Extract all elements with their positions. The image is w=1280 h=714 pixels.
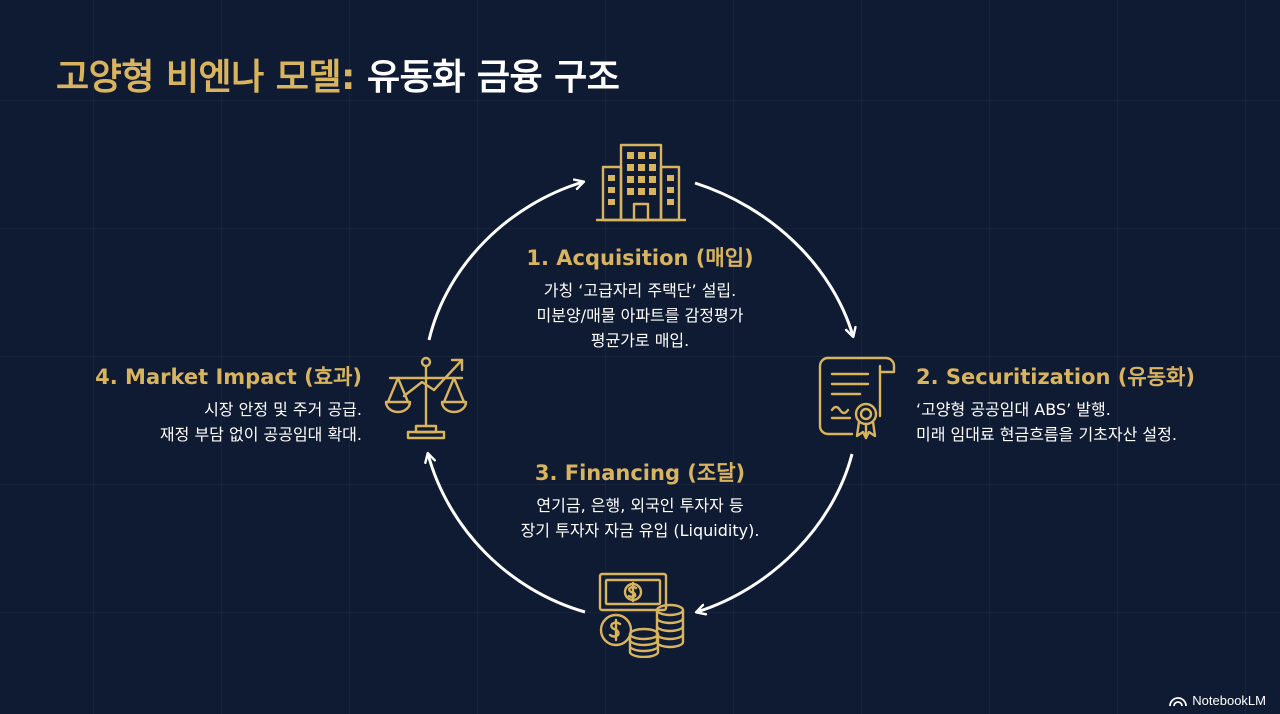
title-rest: 유동화 금융 구조 (366, 57, 620, 98)
scale-growth-icon (384, 356, 468, 440)
step-securitization: 2. Securitization (유동화) ‘고양형 공공임대 ABS’ 발… (916, 361, 1256, 447)
money-coins-icon (598, 572, 685, 658)
step-financing-heading: 3. Financing (조달) (534, 461, 746, 485)
arrow-impact-to-acquisition (427, 182, 583, 341)
step-acquisition-heading: 1. Acquisition (매입) (526, 246, 754, 270)
building-icon (596, 143, 686, 222)
step-acquisition-line-1: 가칭 ‘고급자리 주택단’ 설립. (543, 281, 737, 300)
step-financing-line-2: 장기 투자자 자금 유입 (Liquidity). (520, 521, 760, 540)
arrow-financing-to-impact (428, 454, 586, 614)
step-securitization-line-2: 미래 임대료 현금흐름을 기초자산 설정. (916, 425, 1177, 444)
step-acquisition: 1. Acquisition (매입) 가칭 ‘고급자리 주택단’ 설립. 미분… (480, 242, 800, 353)
step-securitization-heading: 2. Securitization (유동화) (916, 365, 1195, 389)
step-market-impact: 4. Market Impact (효과) 시장 안정 및 주거 공급. 재정 … (60, 361, 362, 447)
notebooklm-logo-icon (1169, 696, 1188, 706)
step-market-impact-line-2: 재정 부담 없이 공공임대 확대. (159, 425, 362, 444)
arrow-acquisition-to-securitization (694, 181, 853, 336)
step-market-impact-heading: 4. Market Impact (효과) (95, 365, 362, 389)
step-market-impact-line-1: 시장 안정 및 주거 공급. (204, 400, 362, 419)
step-financing-line-1: 연기금, 은행, 외국인 투자자 등 (536, 496, 744, 515)
step-acquisition-line-2: 미분양/매물 아파트를 감정평가 (536, 306, 744, 325)
title-highlight: 고양형 비엔나 모델: (56, 57, 355, 98)
step-financing: 3. Financing (조달) 연기금, 은행, 외국인 투자자 등 장기 … (480, 457, 800, 543)
page-title: 고양형 비엔나 모델: 유동화 금융 구조 (56, 48, 620, 100)
certificate-icon (818, 356, 896, 440)
notebooklm-watermark: NotebookLM (1169, 693, 1266, 708)
brand-label: NotebookLM (1192, 693, 1266, 708)
step-securitization-line-1: ‘고양형 공공임대 ABS’ 발행. (916, 400, 1111, 419)
step-acquisition-line-3: 평균가로 매입. (590, 331, 690, 350)
arrow-securitization-to-financing (697, 453, 854, 612)
